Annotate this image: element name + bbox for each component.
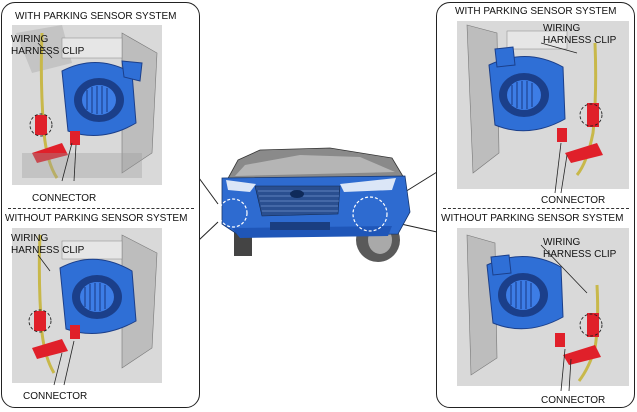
left-bottom-title: WITHOUT PARKING SENSOR SYSTEM — [5, 213, 188, 224]
right-bottom-harness-clip-label-2: HARNESS CLIP — [543, 249, 617, 260]
right-top-connector-label: CONNECTOR — [541, 195, 606, 206]
left-callout-line — [198, 177, 219, 205]
left-top-harness-clip-label-2: HARNESS CLIP — [11, 46, 85, 57]
left-bottom-connector-label: CONNECTOR — [23, 391, 88, 402]
right-top-title: WITH PARKING SENSOR SYSTEM — [455, 6, 617, 17]
right-divider — [443, 208, 629, 209]
left-detail-panel: WITH PARKING SENSOR SYSTEM WIRING HARNES… — [1, 2, 200, 408]
right-top-harness-clip-label-2: HARNESS CLIP — [543, 35, 617, 46]
left-top-title: WITH PARKING SENSOR SYSTEM — [15, 11, 177, 22]
right-bottom-harness-clip-label-1: WIRING — [543, 237, 581, 248]
left-fog-light-callout — [218, 198, 248, 228]
left-top-connector-label: CONNECTOR — [32, 193, 97, 204]
left-divider — [8, 208, 194, 209]
left-top-fog-light-illustration — [12, 25, 162, 386]
left-bottom-harness-clip-label-2: HARNESS CLIP — [11, 245, 85, 256]
left-top-harness-clip-label-1: WIRING — [11, 34, 49, 45]
right-bottom-connector-label: CONNECTOR — [541, 395, 606, 406]
right-fog-light-illustration — [457, 21, 629, 392]
right-bottom-title: WITHOUT PARKING SENSOR SYSTEM — [441, 213, 624, 224]
right-detail-panel: WITH PARKING SENSOR SYSTEM WIRING HARNES… — [436, 2, 635, 408]
right-top-harness-clip-label-1: WIRING — [543, 23, 581, 34]
left-bottom-harness-clip-label-1: WIRING — [11, 233, 49, 244]
right-fog-light-callout — [352, 196, 388, 232]
left-callout-line-2 — [198, 221, 219, 241]
